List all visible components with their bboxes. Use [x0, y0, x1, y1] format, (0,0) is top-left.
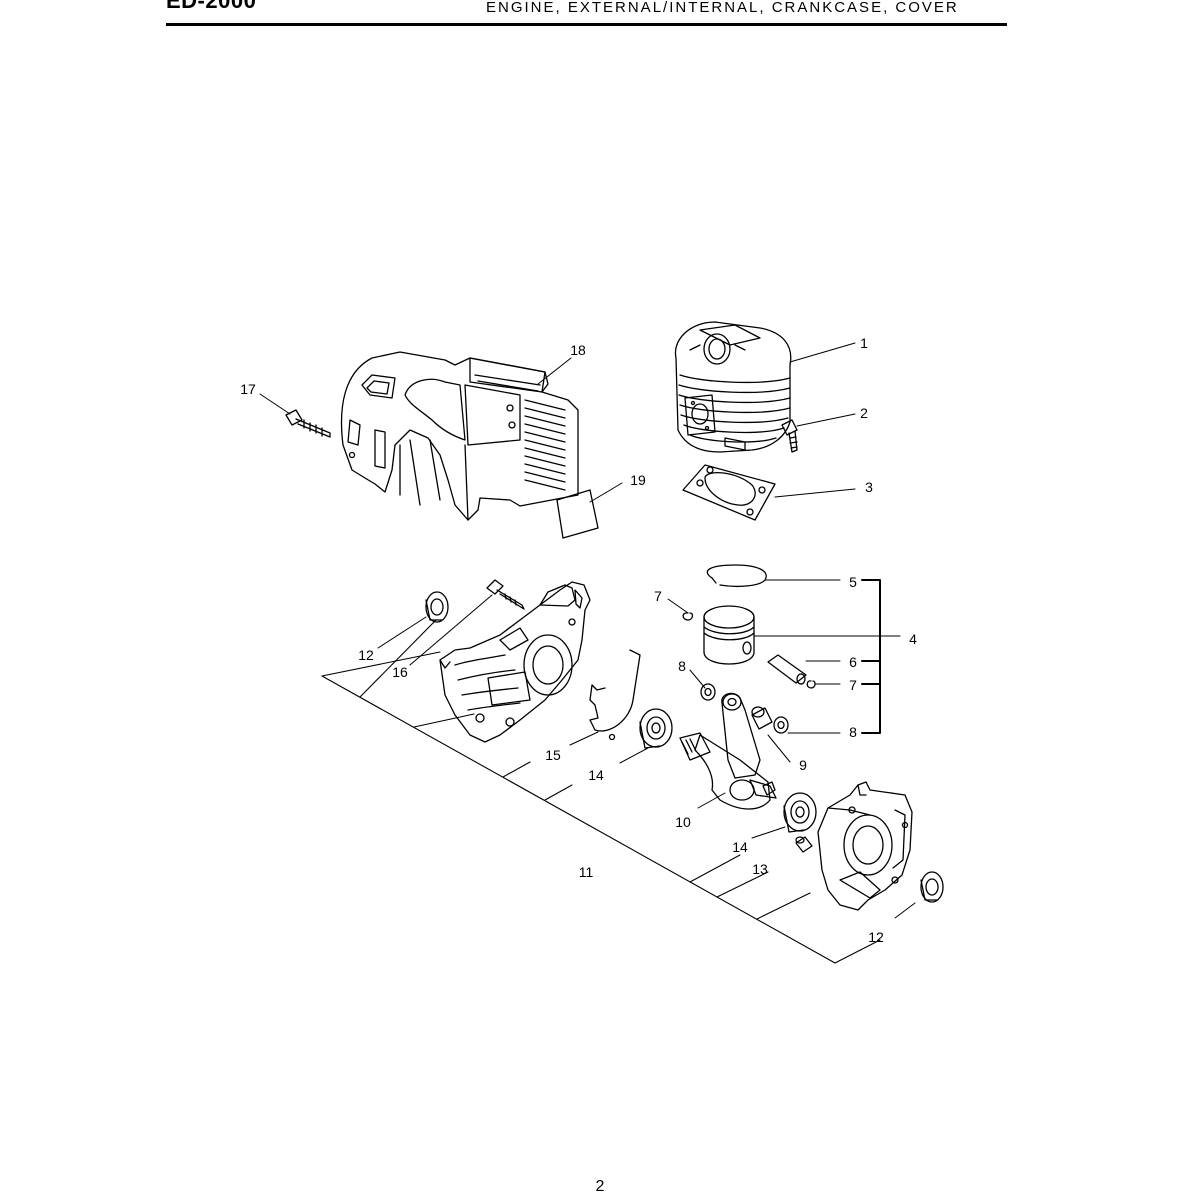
callout-4: 4	[909, 631, 917, 647]
oil-seal-part	[920, 871, 944, 903]
piston-pin-part	[767, 654, 807, 685]
wire-clip-hole	[608, 733, 616, 741]
callout-8-left: 8	[678, 658, 686, 674]
page-number: 2	[595, 1178, 605, 1195]
dowel-pin-part	[795, 836, 813, 853]
piston-kit-bracket	[861, 579, 881, 734]
callout-13: 13	[752, 861, 768, 877]
callout-12-left: 12	[358, 647, 374, 663]
thrust-washer-part	[700, 683, 716, 701]
crankcase-assembly-bracket	[321, 619, 881, 964]
needle-bearing-part	[751, 706, 773, 730]
model-number: ED-2000	[166, 0, 257, 13]
callout-11: 11	[579, 864, 594, 880]
callout-16: 16	[392, 664, 408, 680]
crankshaft-part	[679, 692, 777, 810]
callout-7-right: 7	[849, 677, 857, 693]
callout-10: 10	[675, 814, 691, 830]
cylinder-gasket-part	[682, 464, 776, 521]
page-title: ENGINE, EXTERNAL/INTERNAL, CRANKCASE, CO…	[486, 0, 959, 16]
cover-label-part	[556, 489, 599, 539]
callout-5: 5	[849, 574, 857, 590]
engine-cover-part	[340, 351, 579, 521]
wire-clip-part	[589, 649, 641, 732]
callout-3: 3	[865, 479, 873, 495]
spark-plug-part	[781, 419, 798, 453]
callout-2: 2	[860, 405, 868, 421]
callout-6: 6	[849, 654, 857, 670]
callout-1: 1	[860, 335, 868, 351]
circlip-part	[682, 612, 694, 621]
callout-8-right: 8	[849, 724, 857, 740]
cylinder-part	[674, 321, 792, 453]
leader-lines	[259, 342, 916, 919]
header-rule	[166, 23, 1007, 26]
callout-15: 15	[545, 747, 561, 763]
crankcase-bolt-part	[486, 579, 525, 610]
callout-12-right: 12	[868, 929, 884, 945]
oil-seal-part	[425, 591, 449, 623]
callout-17: 17	[240, 381, 256, 397]
cover-screw-part	[285, 409, 331, 438]
piston-ring-part	[706, 564, 767, 587]
callout-19: 19	[630, 472, 646, 488]
crankcase-left-part	[439, 581, 591, 743]
ball-bearing-part	[783, 792, 817, 833]
callout-7-left: 7	[654, 588, 662, 604]
callout-labels: 1 2 3 4 5 6 7 7 8 8 9 10 11 12 12 13 14 …	[240, 335, 917, 945]
callout-18: 18	[570, 342, 586, 358]
circlip-part	[806, 680, 816, 689]
callout-9: 9	[799, 757, 807, 773]
ball-bearing-part	[639, 708, 673, 749]
crankcase-right-part	[817, 781, 913, 911]
piston-part	[703, 605, 755, 665]
callout-14-right: 14	[732, 839, 748, 855]
callout-14-left: 14	[588, 767, 604, 783]
thrust-washer-part	[773, 716, 789, 734]
